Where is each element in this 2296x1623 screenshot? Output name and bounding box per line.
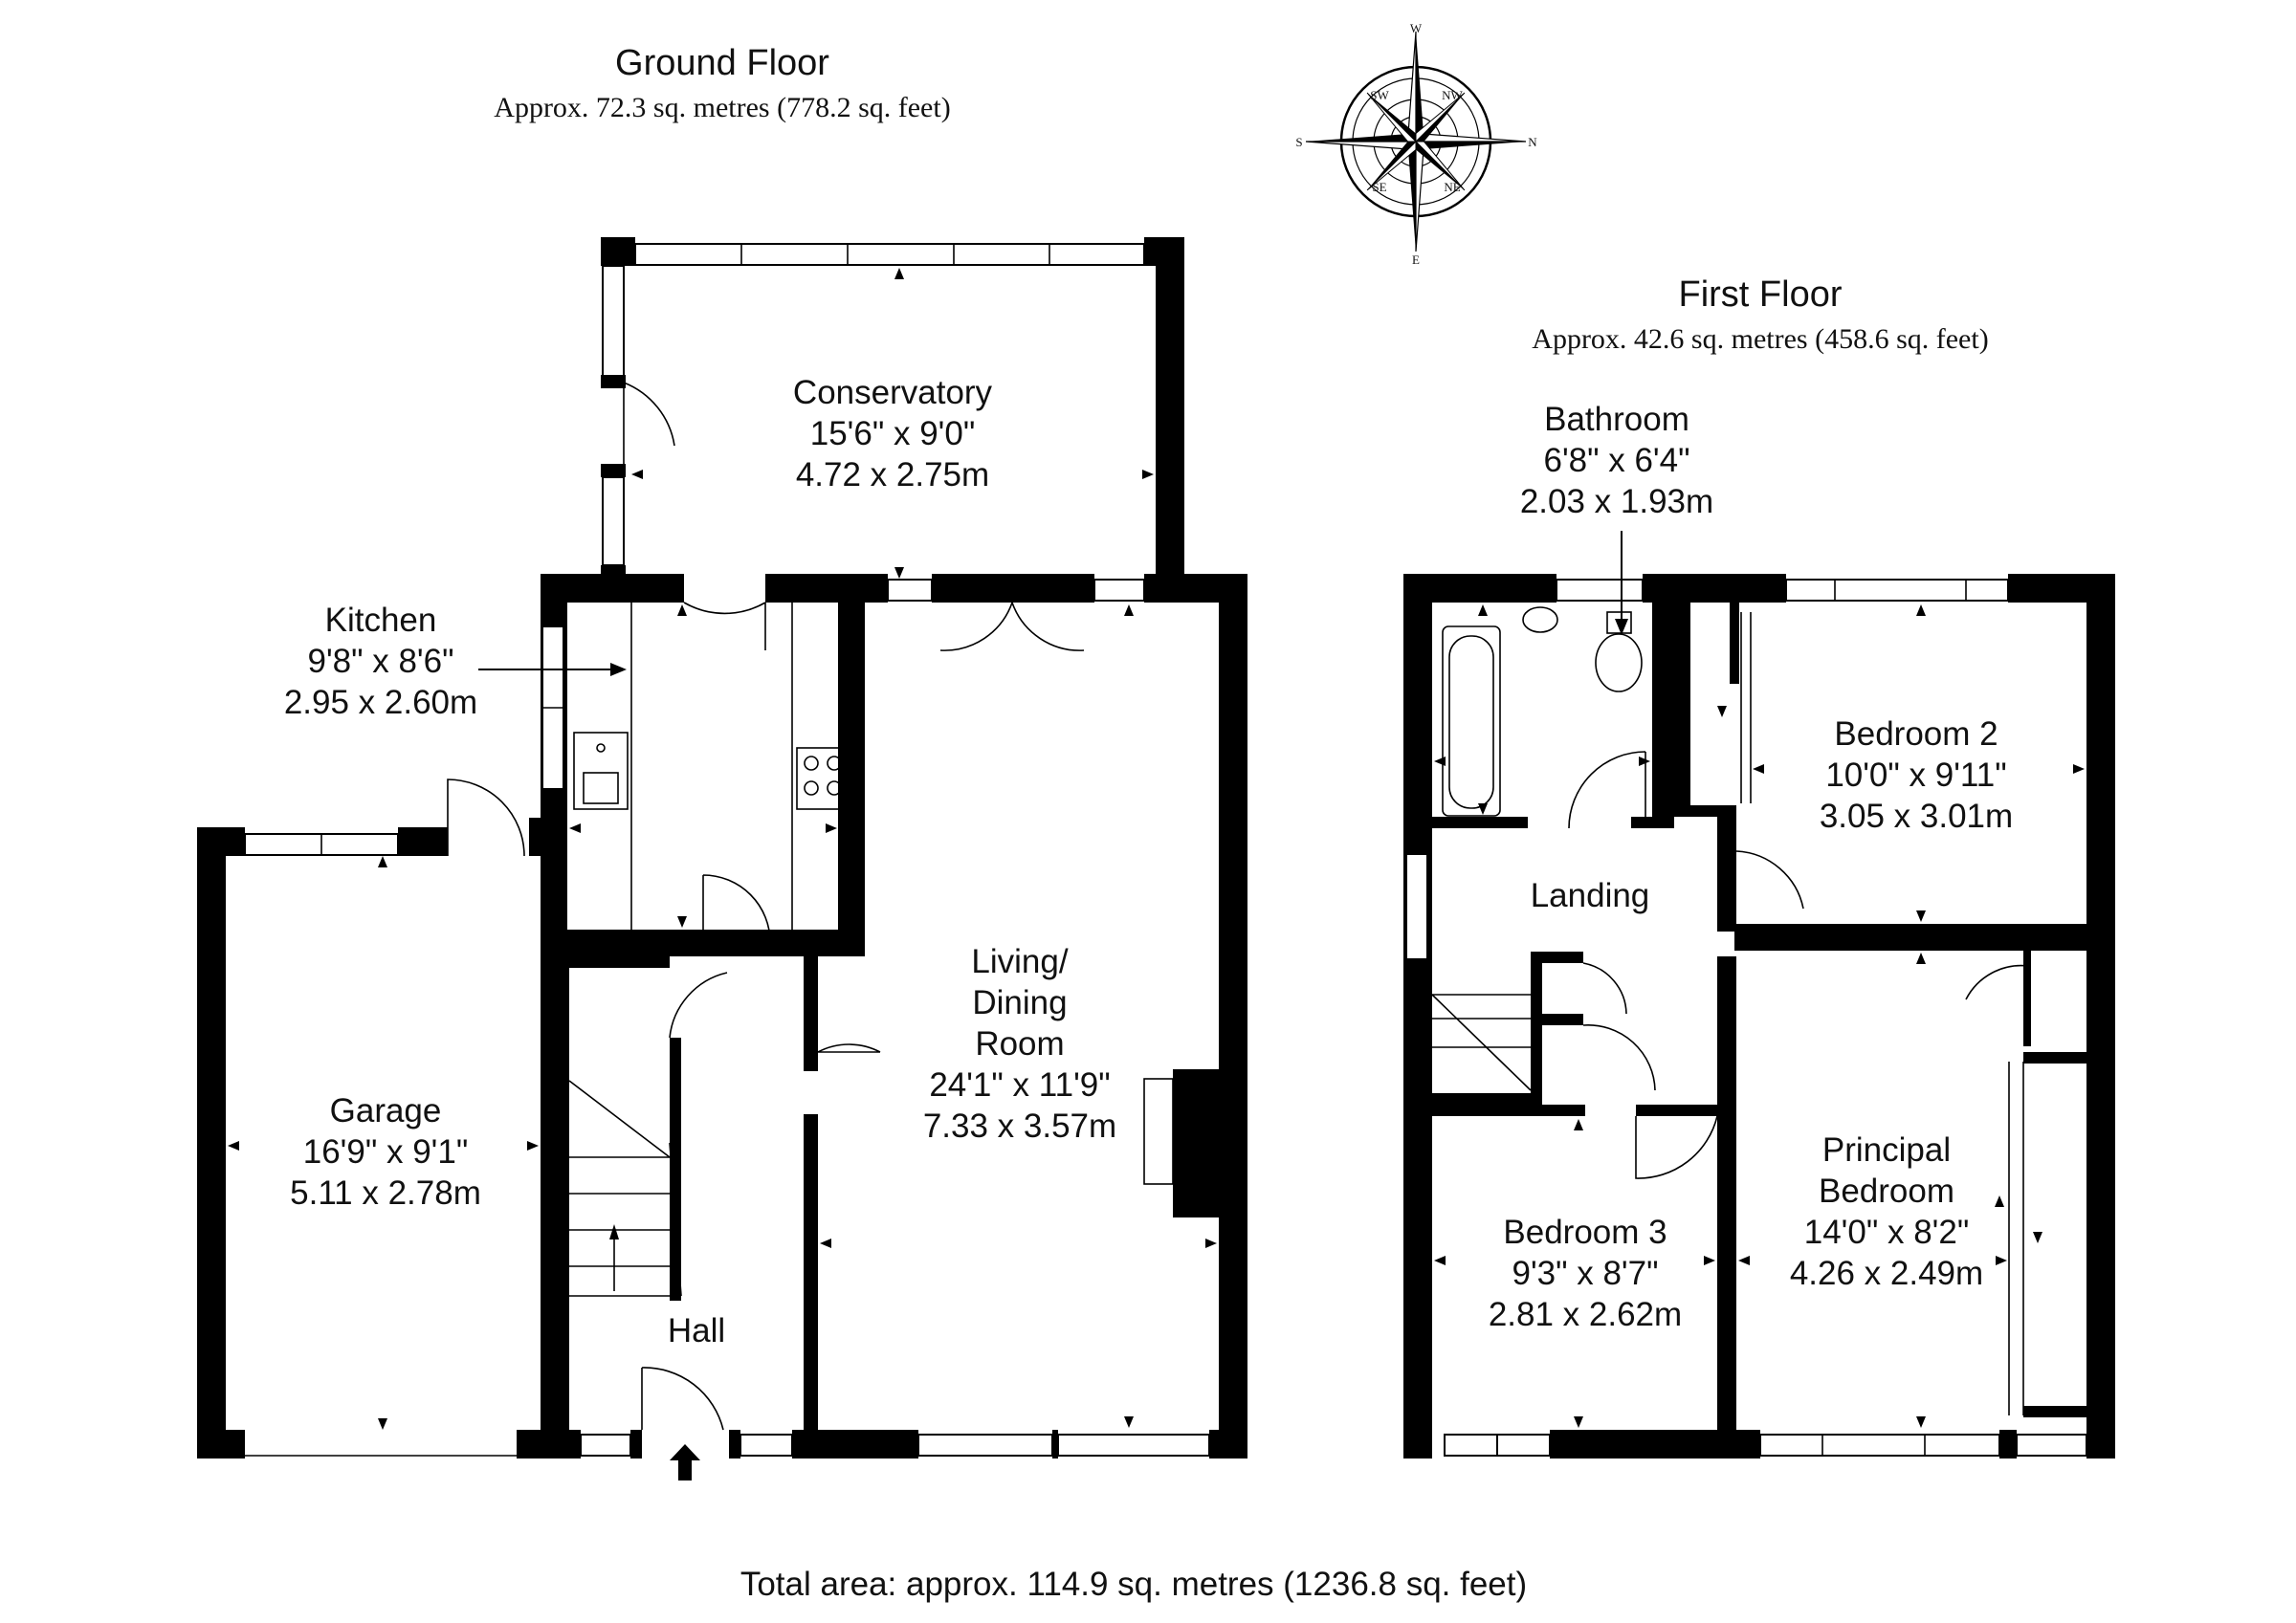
- compass-sw: SW: [1370, 88, 1389, 102]
- living-imperial: 24'1" x 11'9": [929, 1066, 1110, 1104]
- bedroom2-metric: 3.05 x 3.01m: [1820, 798, 2013, 835]
- garage-name: Garage: [330, 1092, 442, 1130]
- compass-s: S: [1295, 135, 1302, 149]
- room-bedroom-3: Bedroom 3 9'3" x 8'7" 2.81 x 2.62m: [1489, 1214, 1682, 1333]
- compass-nw: NW: [1442, 88, 1463, 102]
- living-line1: Living/: [971, 943, 1068, 980]
- ground-floor-area: Approx. 72.3 sq. metres (778.2 sq. feet): [494, 92, 950, 123]
- room-bathroom: Bathroom 6'8" x 6'4" 2.03 x 1.93m: [1520, 401, 1713, 635]
- landing-name: Landing: [1531, 877, 1650, 914]
- living-line3: Room: [975, 1025, 1064, 1063]
- bedroom2-name: Bedroom 2: [1834, 715, 1998, 753]
- compass-w: W: [1410, 21, 1423, 35]
- room-living-dining: Living/ Dining Room 24'1" x 11'9" 7.33 x…: [923, 943, 1116, 1145]
- conservatory-name: Conservatory: [793, 374, 993, 411]
- bedroom3-imperial: 9'3" x 8'7": [1512, 1255, 1658, 1292]
- bathroom-metric: 2.03 x 1.93m: [1520, 483, 1713, 520]
- conservatory-imperial: 15'6" x 9'0": [810, 415, 976, 452]
- ground-stairs: [568, 1080, 682, 1297]
- room-bedroom-2: Bedroom 2 10'0" x 9'11" 3.05 x 3.01m: [1820, 715, 2013, 835]
- garage-imperial: 16'9" x 9'1": [303, 1133, 469, 1171]
- living-metric: 7.33 x 3.57m: [923, 1108, 1116, 1145]
- ground-floor-title: Ground Floor: [615, 43, 829, 83]
- compass-n: N: [1528, 135, 1537, 149]
- bathroom-name: Bathroom: [1544, 401, 1689, 438]
- garage-metric: 5.11 x 2.78m: [290, 1174, 481, 1212]
- bedroom3-name: Bedroom 3: [1503, 1214, 1667, 1251]
- principal-metric: 4.26 x 2.49m: [1790, 1255, 1983, 1292]
- first-floor-area: Approx. 42.6 sq. metres (458.6 sq. feet): [1532, 323, 1988, 355]
- compass-se: SE: [1372, 180, 1386, 194]
- kitchen-name: Kitchen: [325, 602, 437, 639]
- hall-name: Hall: [668, 1312, 725, 1349]
- living-line2: Dining: [972, 984, 1067, 1021]
- principal-line2: Bedroom: [1819, 1173, 1954, 1210]
- room-landing: Landing: [1531, 877, 1650, 914]
- principal-imperial: 14'0" x 8'2": [1804, 1214, 1970, 1251]
- bedroom3-metric: 2.81 x 2.62m: [1489, 1296, 1682, 1333]
- ground-floor-plan: [197, 237, 1247, 1480]
- conservatory-metric: 4.72 x 2.75m: [796, 456, 989, 493]
- entrance-arrow-icon: [670, 1444, 700, 1480]
- bathroom-imperial: 6'8" x 6'4": [1543, 442, 1689, 479]
- room-kitchen: Kitchen 9'8" x 8'6" 2.95 x 2.60m: [284, 602, 627, 721]
- room-principal-bedroom: Principal Bedroom 14'0" x 8'2" 4.26 x 2.…: [1790, 1131, 1983, 1292]
- room-garage: Garage 16'9" x 9'1" 5.11 x 2.78m: [290, 1092, 481, 1212]
- compass-ne: NE: [1444, 180, 1460, 194]
- compass-rose-icon: W E N S SW NW SE NE: [1295, 21, 1537, 267]
- first-floor-plan: [1403, 574, 2115, 1459]
- measurement-markers: [228, 268, 2085, 1430]
- kitchen-imperial: 9'8" x 8'6": [307, 643, 453, 680]
- room-conservatory: Conservatory 15'6" x 9'0" 4.72 x 2.75m: [793, 374, 993, 493]
- kitchen-metric: 2.95 x 2.60m: [284, 684, 477, 721]
- compass-e: E: [1412, 252, 1420, 267]
- total-area: Total area: approx. 114.9 sq. metres (12…: [740, 1566, 1527, 1603]
- first-floor-title: First Floor: [1679, 274, 1843, 315]
- room-hall: Hall: [668, 1312, 725, 1349]
- principal-line1: Principal: [1822, 1131, 1951, 1169]
- bedroom2-imperial: 10'0" x 9'11": [1825, 757, 2006, 794]
